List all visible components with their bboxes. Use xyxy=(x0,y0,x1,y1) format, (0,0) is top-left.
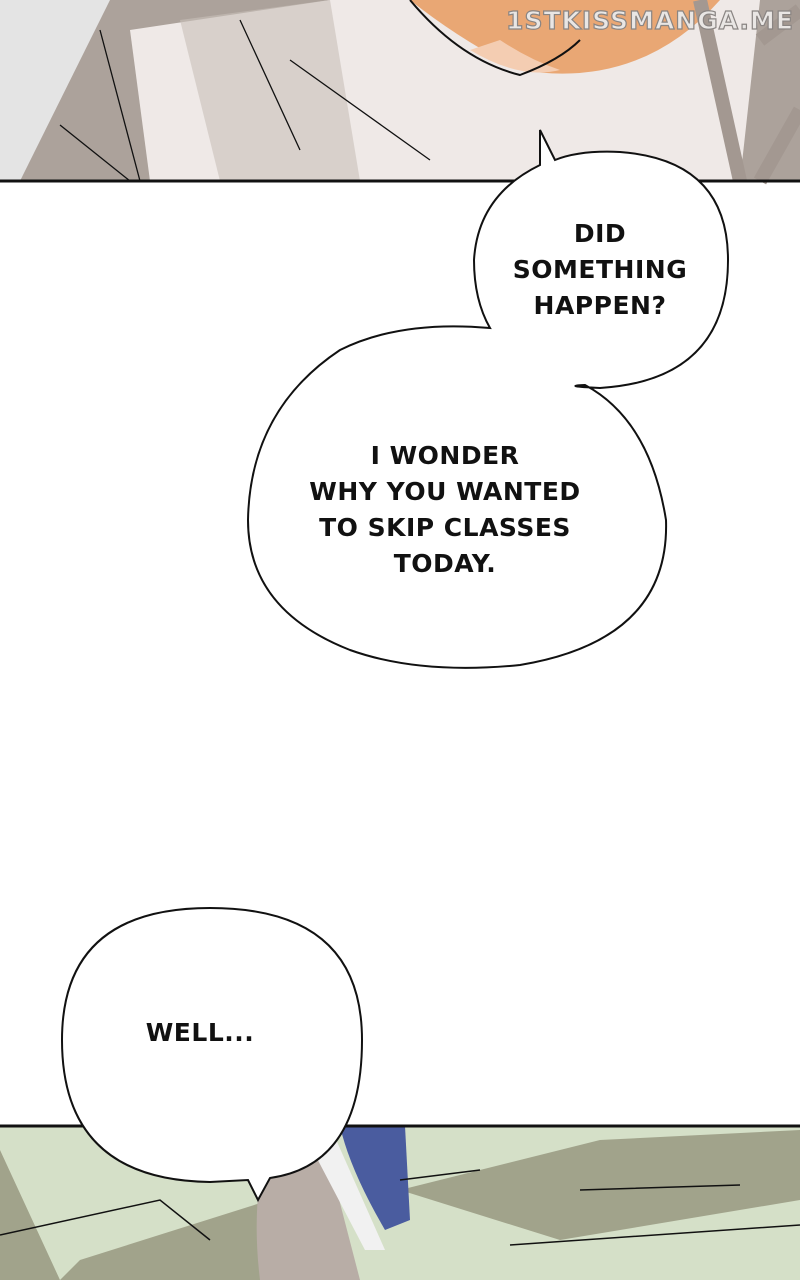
bubble-line: TO SKIP CLASSES xyxy=(319,513,571,542)
speech-bubble-2-text: I WONDER WHY YOU WANTED TO SKIP CLASSES … xyxy=(295,438,595,582)
speech-bubble-1-shape xyxy=(246,129,730,669)
bubble-line: WHY YOU WANTED xyxy=(309,477,581,506)
bubble-line: I WONDER xyxy=(370,441,520,470)
bubble-line: TODAY. xyxy=(393,549,497,578)
bubble-line: WELL... xyxy=(145,1018,255,1047)
bubble-line: HAPPEN? xyxy=(533,291,667,320)
bubble-line: DID xyxy=(573,219,627,248)
speech-bubble-3-shape xyxy=(60,906,364,1203)
watermark: 1STKISSMANGA.ME xyxy=(505,5,794,35)
bubble-line: SOMETHING xyxy=(512,255,688,284)
speech-bubble-3-text: WELL... xyxy=(100,1015,300,1051)
top-panel xyxy=(0,0,800,185)
speech-bubble-1-text: DID SOMETHING HAPPEN? xyxy=(480,216,720,324)
